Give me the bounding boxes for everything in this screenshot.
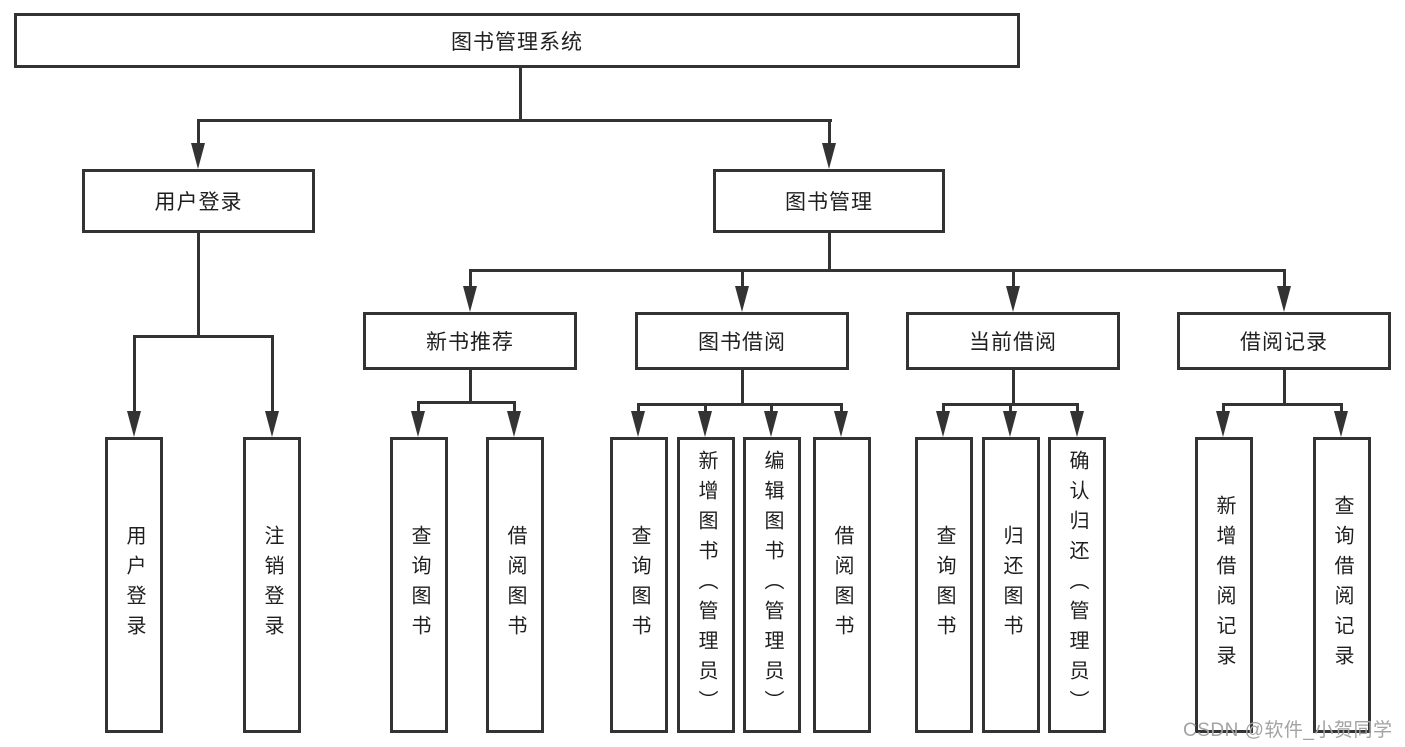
node-label: 查询图书 [933, 525, 955, 645]
node-label: 查询图书 [408, 525, 430, 645]
arrow-down-icon [822, 143, 836, 169]
node-add-borrow-record: 新增借阅记录 [1195, 437, 1253, 733]
arrow-down-icon [127, 411, 141, 437]
node-logout: 注销登录 [243, 437, 301, 733]
arrow-down-icon [507, 411, 521, 437]
connector-arrow-shaft [513, 401, 516, 411]
arrow-down-icon [735, 286, 749, 312]
node-edit-books-admin: 编辑图书（管理员） [743, 437, 801, 733]
node-label: 新书推荐 [426, 331, 514, 354]
node-label: 图书借阅 [698, 331, 786, 354]
arrow-down-icon [936, 411, 950, 437]
connector-arrow-shaft [637, 403, 640, 411]
connector-current-borrow-stem [1012, 370, 1015, 406]
node-book-management: 图书管理 [713, 169, 945, 233]
connector-arrow-shaft [1009, 403, 1012, 411]
connector-arrow-shaft [741, 269, 744, 286]
node-label: 用户登录 [154, 191, 243, 214]
arrow-down-icon [1216, 411, 1230, 437]
node-query-borrow-record: 查询借阅记录 [1313, 437, 1371, 733]
arrow-down-icon [631, 411, 645, 437]
connector-arrow-shaft [942, 403, 945, 411]
node-return-books: 归还图书 [982, 437, 1040, 733]
connector-arrow-shaft [1340, 403, 1343, 411]
node-query-books-borrow: 查询图书 [610, 437, 668, 733]
arrow-down-icon [1277, 286, 1291, 312]
arrow-down-icon [834, 411, 848, 437]
connector-book-borrow-stem [741, 370, 744, 406]
node-user-login: 用户登录 [82, 169, 315, 233]
connector-root-stem [519, 67, 522, 120]
connector-book-management-stem [828, 233, 831, 269]
connector-new-book-hbar [417, 401, 516, 404]
node-label: 借阅图书 [504, 525, 526, 645]
node-borrow-books-recommend: 借阅图书 [486, 437, 544, 733]
node-label: 借阅记录 [1240, 331, 1328, 354]
connector-user-login-stem [197, 233, 200, 335]
node-label: 当前借阅 [969, 331, 1057, 354]
arrow-down-icon [1003, 411, 1017, 437]
node-current-borrow: 当前借阅 [906, 312, 1120, 370]
node-borrow-books: 借阅图书 [813, 437, 871, 733]
node-label: 借阅图书 [831, 525, 853, 645]
connector-arrow-shaft [840, 403, 843, 411]
connector-book-borrow-hbar [637, 403, 842, 406]
connector-arrow-shaft [1076, 403, 1079, 411]
connector-arrow-shaft [271, 335, 274, 411]
csdn-watermark: CSDN @软件_小贺同学 [1183, 720, 1393, 741]
node-label: 确认归还（管理员） [1066, 450, 1088, 720]
connector-arrow-shaft [828, 119, 831, 144]
node-query-books-recommend: 查询图书 [390, 437, 448, 733]
connector-level1-hbar [197, 119, 832, 122]
connector-arrow-shaft [704, 403, 707, 411]
node-label: 查询图书 [628, 525, 650, 645]
arrow-down-icon [764, 411, 778, 437]
connector-arrow-shaft [417, 401, 420, 411]
arrow-down-icon [463, 286, 477, 312]
connector-arrow-shaft [133, 335, 136, 411]
node-root-library-system: 图书管理系统 [14, 13, 1020, 68]
connector-arrow-shaft [469, 269, 472, 286]
node-query-books-current: 查询图书 [915, 437, 973, 733]
arrow-down-icon [1070, 411, 1084, 437]
node-new-book-recommend: 新书推荐 [363, 312, 577, 370]
node-label: 图书管理系统 [451, 30, 583, 54]
node-borrow-record: 借阅记录 [1177, 312, 1391, 370]
node-label: 图书管理 [785, 191, 873, 214]
node-label: 查询借阅记录 [1331, 495, 1353, 675]
node-label: 归还图书 [1000, 525, 1022, 645]
connector-borrow-record-stem [1283, 370, 1286, 406]
connector-level3-hbar [469, 269, 1286, 272]
connector-user-login-hbar [133, 335, 273, 338]
connector-arrow-shaft [1222, 403, 1225, 411]
node-label: 新增图书（管理员） [695, 450, 717, 720]
connector-new-book-stem [469, 370, 472, 403]
connector-arrow-shaft [1283, 269, 1286, 286]
node-label: 用户登录 [123, 525, 145, 645]
connector-arrow-shaft [197, 119, 200, 144]
arrow-down-icon [265, 411, 279, 437]
node-user-login-leaf: 用户登录 [105, 437, 163, 733]
connector-arrow-shaft [1012, 269, 1015, 286]
connector-arrow-shaft [770, 403, 773, 411]
node-label: 编辑图书（管理员） [761, 450, 783, 720]
node-add-books-admin: 新增图书（管理员） [677, 437, 735, 733]
connector-borrow-record-hbar [1222, 403, 1342, 406]
node-confirm-return-admin: 确认归还（管理员） [1048, 437, 1106, 733]
arrow-down-icon [411, 411, 425, 437]
arrow-down-icon [698, 411, 712, 437]
node-label: 注销登录 [261, 525, 283, 645]
arrow-down-icon [1006, 286, 1020, 312]
arrow-down-icon [1334, 411, 1348, 437]
node-label: 新增借阅记录 [1213, 495, 1235, 675]
arrow-down-icon [191, 143, 205, 169]
node-book-borrow: 图书借阅 [635, 312, 849, 370]
